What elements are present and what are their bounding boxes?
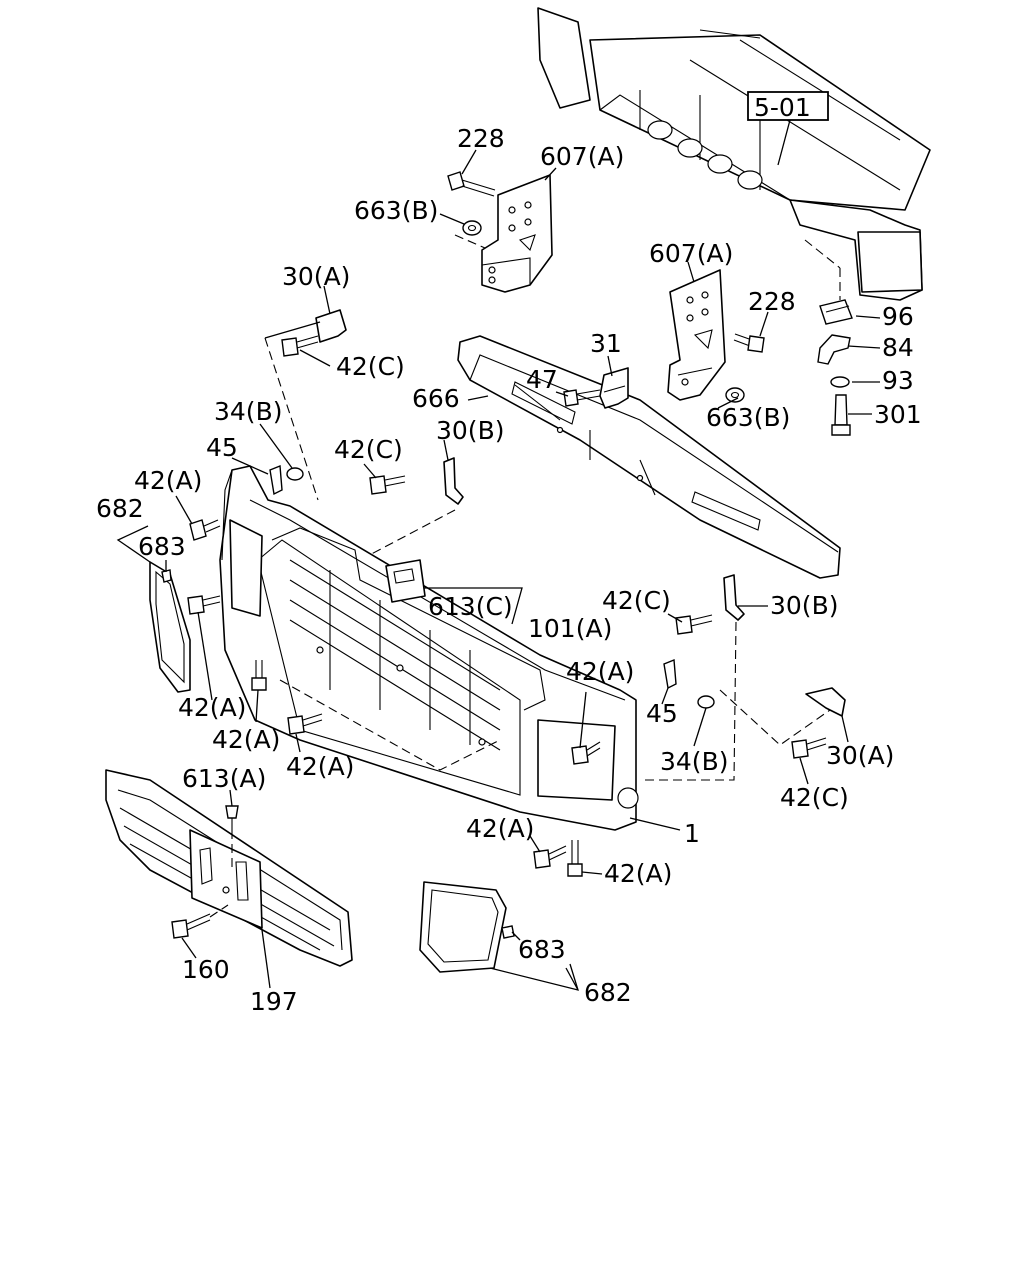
clip-30a-top [315,309,347,343]
label-45-left[interactable]: 45 [206,433,238,462]
part-93-washer [830,376,850,388]
label-84[interactable]: 84 [882,333,914,362]
label-228-right[interactable]: 228 [748,287,796,316]
label-42a-bottom-1[interactable]: 42(A) [466,814,534,843]
lower-grille-197 [105,769,353,967]
label-101a[interactable]: 101(A) [528,614,612,643]
front-panel-1 [219,465,639,831]
label-42c-right[interactable]: 42(C) [602,586,671,615]
leader-lines [116,149,881,991]
clip-30b-right [723,574,745,621]
bolt-42c-mid [369,475,406,495]
part-96-pad [819,299,853,325]
label-34b-right[interactable]: 34(B) [660,747,728,776]
label-42a-left-1[interactable]: 42(A) [178,693,246,722]
nut-663b-right [725,387,745,403]
nut-34b-right [697,695,715,709]
bolt-42a-left-3 [287,713,323,735]
label-30a-top[interactable]: 30(A) [282,262,350,291]
nut-663b-upper [462,220,482,236]
label-30b-right[interactable]: 30(B) [770,591,838,620]
label-96[interactable]: 96 [882,302,914,331]
label-197[interactable]: 197 [250,987,298,1016]
label-228-upper[interactable]: 228 [457,124,505,153]
clip-30a-right [805,687,846,717]
clip-683-left [161,569,172,583]
module-101a [385,559,426,603]
bolt-42a-bottom-2 [567,840,583,877]
label-663b-right[interactable]: 663(B) [706,403,790,432]
label-683-right[interactable]: 683 [518,935,566,964]
clip-30b-mid [443,457,464,505]
clip-683-right [501,925,515,939]
chassis-frame [537,7,931,301]
bumper-bar-666 [457,335,841,579]
bracket-607a-right [667,269,726,401]
label-45-right[interactable]: 45 [646,699,678,728]
ref-box-label: 5-01 [754,93,811,122]
bolt-228-upper [447,171,496,197]
label-93[interactable]: 93 [882,366,914,395]
label-301[interactable]: 301 [874,400,922,429]
label-47[interactable]: 47 [526,365,558,394]
label-34b-left[interactable]: 34(B) [214,397,282,426]
label-682-right[interactable]: 682 [584,978,632,1007]
clip-45-right [663,658,677,690]
part-301-bolt [831,394,851,436]
label-663b-upper[interactable]: 663(B) [354,196,438,225]
bracket-607a-upper [454,174,553,293]
ref-box-5-01[interactable]: 5-01 [747,91,829,166]
label-607a-upper[interactable]: 607(A) [540,142,624,171]
label-31[interactable]: 31 [590,329,622,358]
label-682-left[interactable]: 682 [96,494,144,523]
part-labels: 228 607(A) 663(B) 607(A) 228 96 84 93 30… [96,124,922,1016]
label-613a[interactable]: 613(A) [182,764,266,793]
label-42a-left-3[interactable]: 42(A) [286,752,354,781]
label-1[interactable]: 1 [684,819,700,848]
screw-613a [225,805,239,830]
label-683-left[interactable]: 683 [138,532,186,561]
bolt-42c-lowright [791,737,827,759]
bolt-160 [171,913,211,939]
bolt-42a-topleft [189,519,221,541]
label-42a-topleft[interactable]: 42(A) [134,466,202,495]
part-84-hook [817,334,851,365]
label-160[interactable]: 160 [182,955,230,984]
bolt-47 [563,389,601,407]
bezel-682-right [419,881,507,973]
label-42a-left-2[interactable]: 42(A) [212,725,280,754]
bolt-42a-left-1 [187,595,221,615]
label-607a-right[interactable]: 607(A) [649,239,733,268]
bolt-42a-left-2 [251,660,267,691]
bolt-228-right [733,333,765,353]
nut-34b-left [286,467,304,481]
label-42c-top[interactable]: 42(C) [336,352,405,381]
bolt-42c-right [675,614,713,635]
label-666[interactable]: 666 [412,384,460,413]
label-30a-right[interactable]: 30(A) [826,741,894,770]
bolt-42a-bottom-1 [533,845,567,869]
label-42a-center[interactable]: 42(A) [566,657,634,686]
label-30b-mid[interactable]: 30(B) [436,416,504,445]
label-613c[interactable]: 613(C) [428,592,513,621]
bezel-682-left [149,561,191,693]
label-42a-bottom-2[interactable]: 42(A) [604,859,672,888]
bolt-42a-center [571,741,601,765]
label-42c-lowright[interactable]: 42(C) [780,783,849,812]
clip-45-left [269,464,283,496]
label-42c-mid[interactable]: 42(C) [334,435,403,464]
bolt-42c-top [281,335,319,357]
